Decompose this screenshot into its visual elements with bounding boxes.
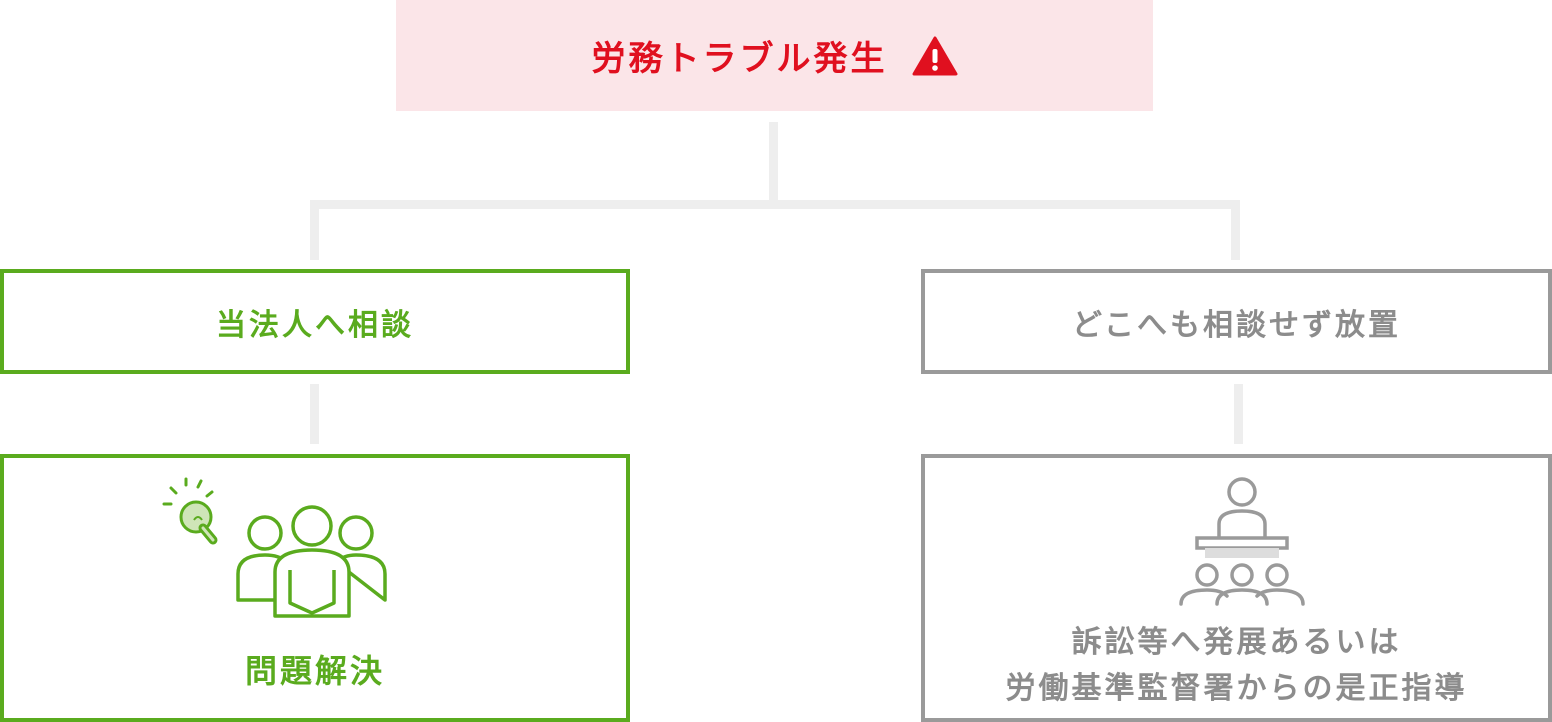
problem-solved-box: 問題解決 [0,454,630,722]
lawsuit-correction-box: 訴訟等へ発展あるいは 労働基準監督署からの是正指導 [921,454,1552,722]
consult-us-box: 当法人へ相談 [0,269,630,374]
labor-trouble-title: 労務トラブル発生 [591,39,888,79]
labor-trouble-box: 労務トラブル発生 [396,0,1153,111]
warning-icon [912,36,957,75]
connector-top-vertical [769,122,778,202]
leave-unattended-box: どこへも相談せず放置 [921,269,1552,374]
lawsuit-line-1: 訴訟等へ発展あるいは [1071,625,1402,660]
connector-left-down [310,200,319,260]
connector-right-lower [1234,384,1243,444]
leave-unattended-label: どこへも相談せず放置 [1071,307,1402,343]
people-lightbulb-icon [162,477,387,618]
lawsuit-correction-label: 訴訟等へ発展あるいは 労働基準監督署からの是正指導 [925,620,1548,712]
connector-horizontal [310,200,1240,209]
connector-left-lower [310,384,319,444]
problem-solved-label: 問題解決 [244,652,385,690]
lawsuit-line-2: 労働基準監督署からの是正指導 [1005,671,1468,706]
consult-us-label: 当法人へ相談 [216,307,414,343]
courtroom-icon [1179,477,1305,606]
connector-right-down [1231,200,1240,260]
